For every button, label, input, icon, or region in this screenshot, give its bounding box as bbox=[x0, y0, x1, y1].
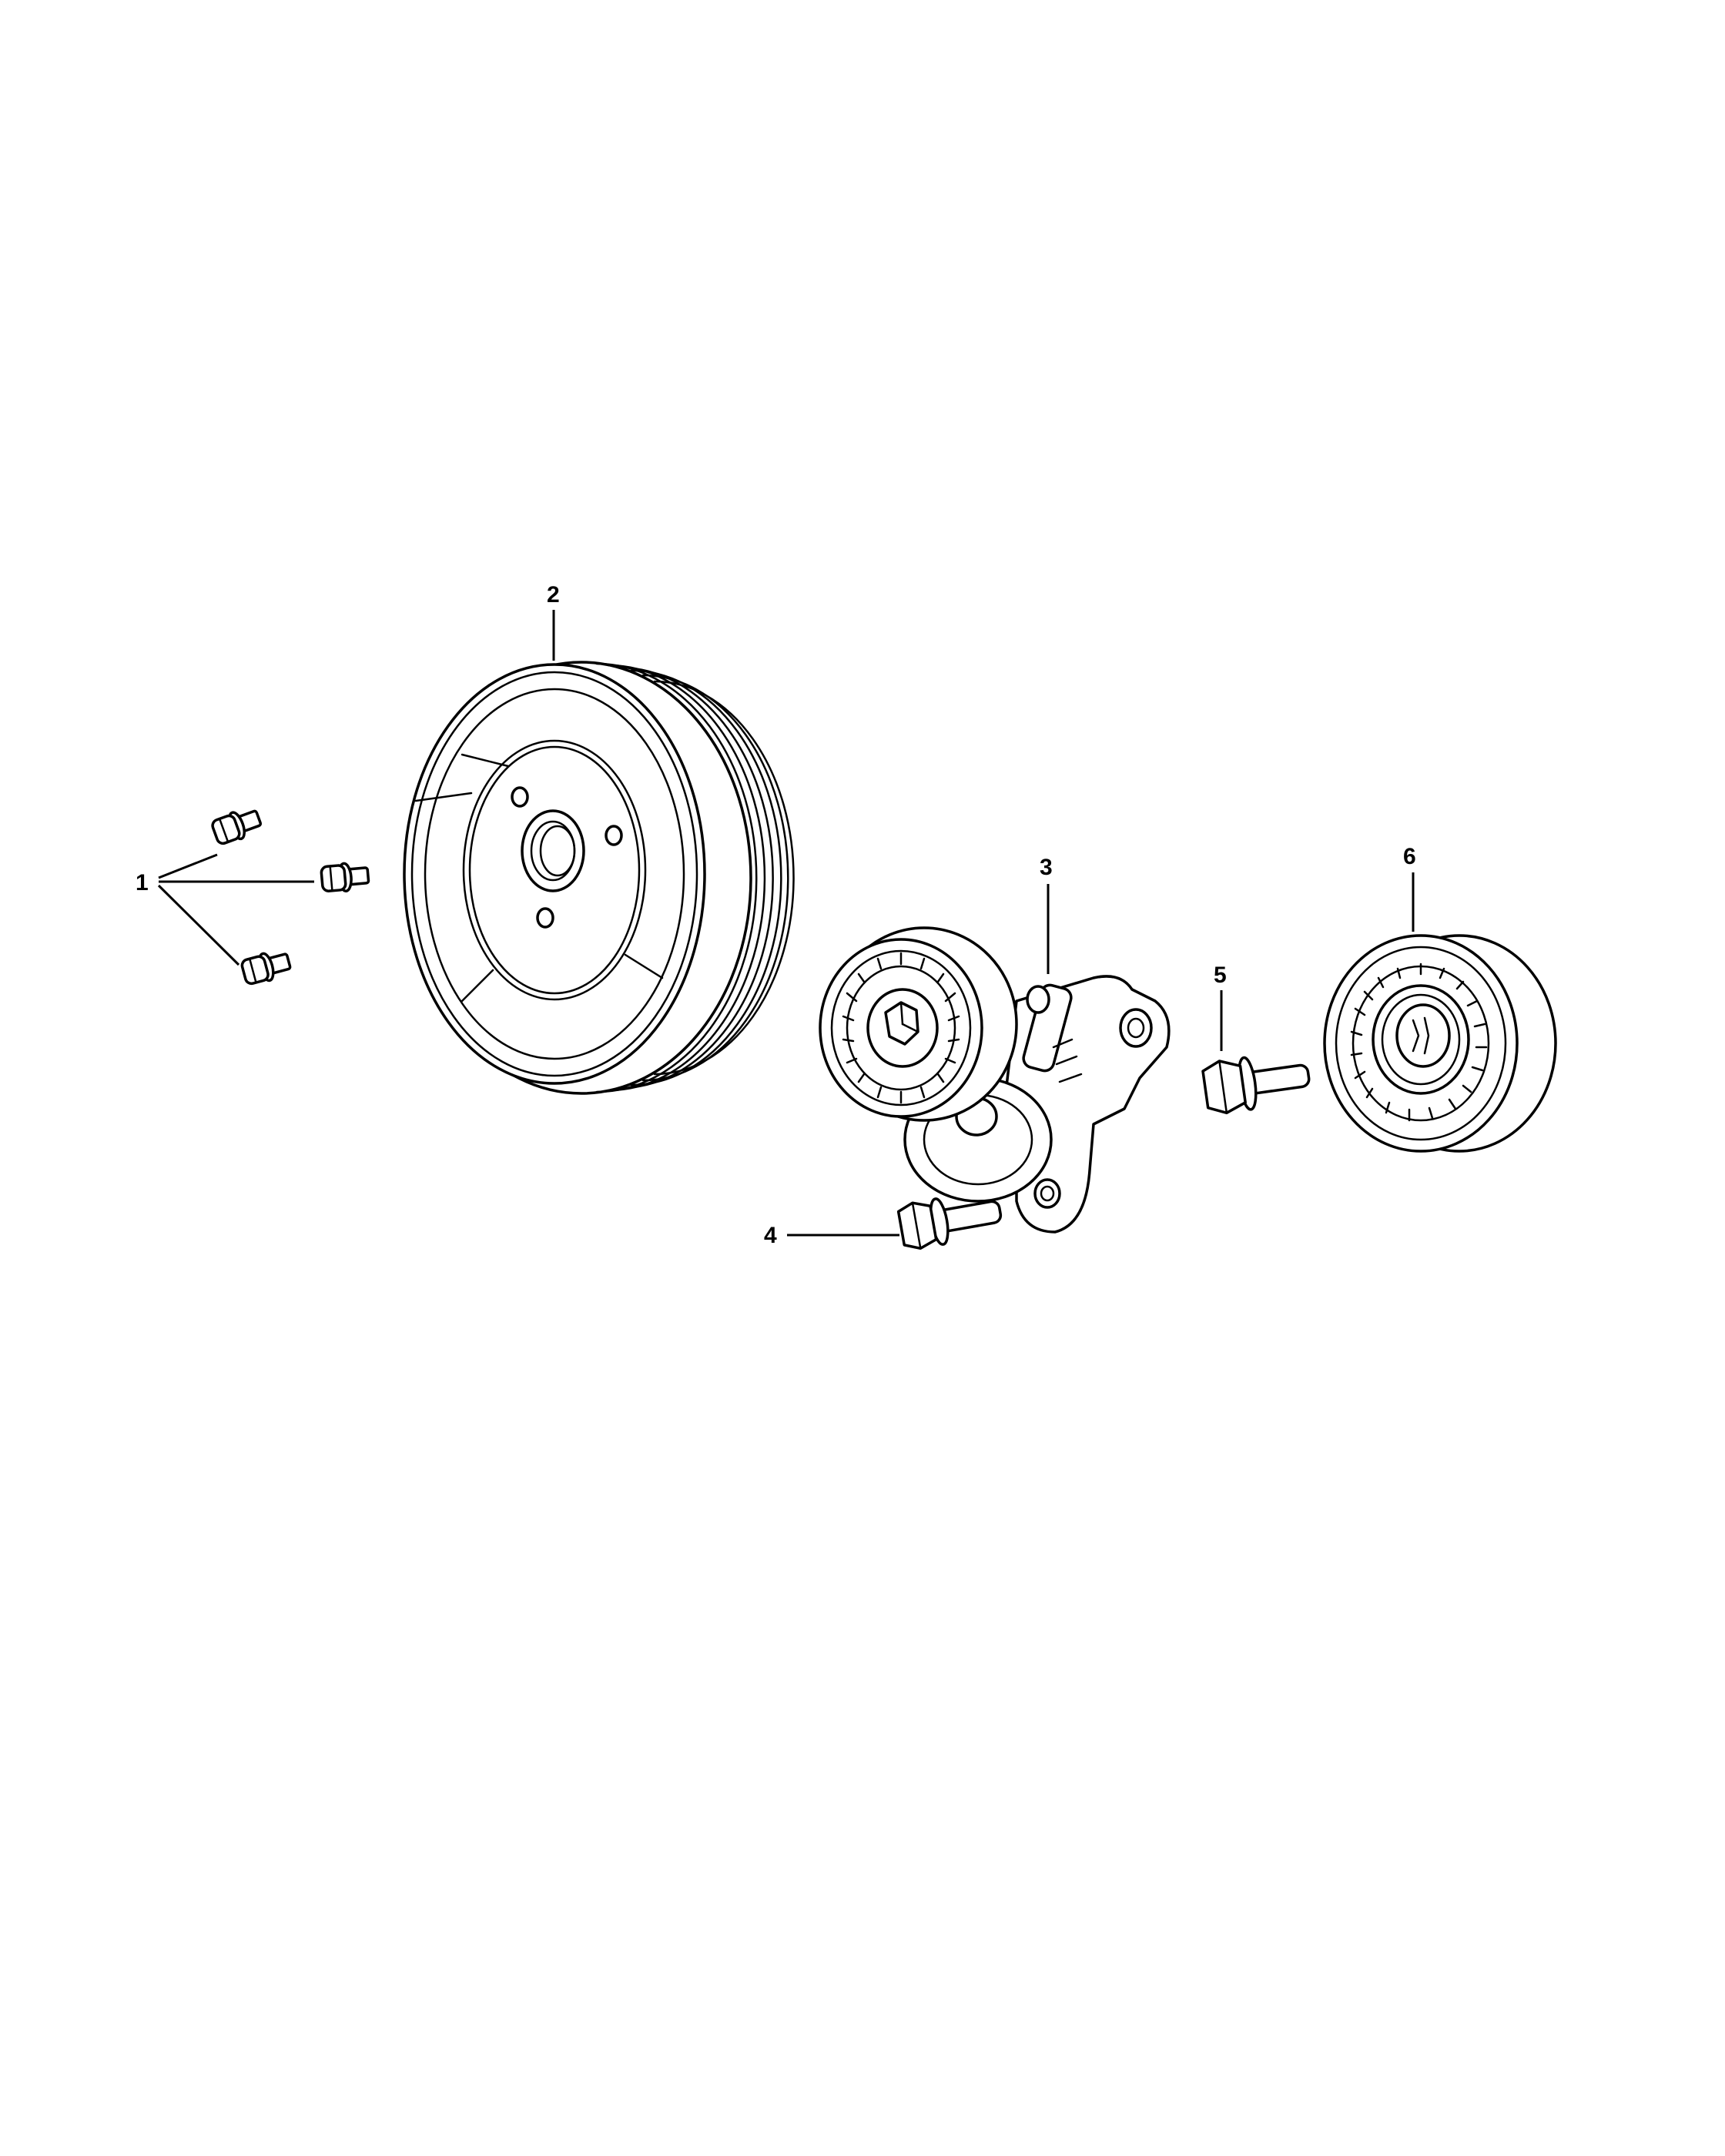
hex-bolt-icon bbox=[1201, 1056, 1311, 1115]
idler-pulley-icon bbox=[1323, 934, 1557, 1153]
callout-label-5: 5 bbox=[1214, 962, 1227, 988]
callout-5[interactable]: 5 bbox=[1214, 962, 1227, 1051]
leader-line-1a bbox=[158, 853, 218, 879]
belt-tensioner-icon bbox=[819, 926, 1171, 1234]
flange-bolt-icon bbox=[320, 862, 370, 892]
flange-bolt-icon bbox=[211, 809, 263, 845]
callout-1[interactable]: 1 bbox=[136, 853, 314, 966]
callout-4[interactable]: 4 bbox=[764, 1223, 899, 1248]
callout-3[interactable]: 3 bbox=[1040, 855, 1053, 974]
callout-2[interactable]: 2 bbox=[547, 582, 560, 661]
callout-label-4: 4 bbox=[764, 1223, 777, 1248]
hex-bolt-icon bbox=[896, 1197, 1003, 1250]
callout-label-3: 3 bbox=[1040, 855, 1053, 880]
callout-label-2: 2 bbox=[547, 582, 560, 608]
callout-label-1: 1 bbox=[136, 870, 149, 896]
callout-label-6: 6 bbox=[1403, 844, 1416, 869]
callout-6[interactable]: 6 bbox=[1403, 844, 1416, 932]
leader-line-1c bbox=[157, 884, 240, 966]
crankshaft-pulley-icon bbox=[403, 661, 795, 1095]
flange-bolt-icon bbox=[240, 952, 292, 986]
